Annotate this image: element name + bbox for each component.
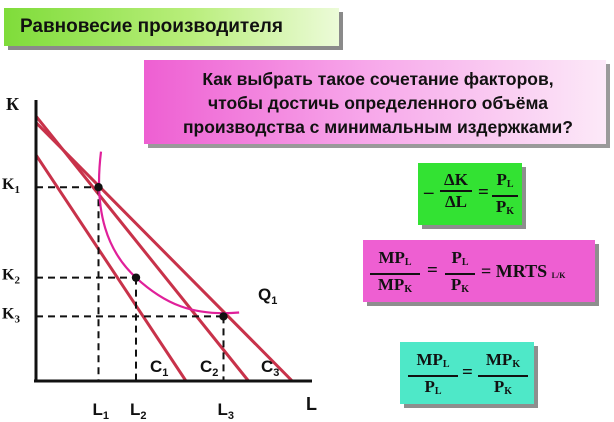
tangency-point-1 — [94, 183, 103, 192]
equals-sign: = — [462, 362, 473, 383]
denominator-pk: PK — [493, 377, 513, 397]
guide-lines — [36, 186, 225, 381]
minus-sign: – — [424, 182, 434, 203]
isocost-line-3 — [34, 121, 294, 383]
mrts-label: = MRTS L/K — [481, 261, 566, 281]
denominator-pl: PL — [424, 377, 442, 397]
fraction-prices: PL PK — [445, 248, 475, 300]
tangency-points — [94, 183, 228, 321]
fraction-prices: PL PK — [492, 170, 518, 222]
fraction-delta: ΔK ΔL — [440, 170, 472, 212]
x-axis-label: L — [306, 394, 317, 414]
question-line-1: Как выбрать такое сочетание факторов, — [202, 69, 554, 89]
isocost-line-1 — [34, 154, 188, 382]
isocost-lines — [34, 115, 294, 383]
tangency-point-2 — [131, 273, 141, 282]
denominator-mpk: MPK — [377, 275, 413, 295]
numerator-pl: PL — [492, 170, 518, 197]
x-tick-L2: L2 — [130, 400, 147, 422]
formula-mrts: MPL MPK = PL PK = MRTS L/K — [363, 240, 595, 302]
title-banner: Равновесие производителя — [4, 8, 339, 46]
isoquant-curve — [97, 151, 240, 315]
numerator-pl: PL — [445, 248, 475, 275]
formula-slope: – ΔK ΔL = PL PK — [418, 163, 522, 225]
y-tick-K1: K1 — [2, 176, 20, 196]
question-line-3: производства с минимальным издержками? — [182, 117, 574, 137]
isocost-label-1: C1 — [150, 357, 168, 379]
equals-sign-1: = — [427, 260, 438, 281]
fraction-mpl-pl: MPL PL — [408, 350, 458, 402]
isocost-label-3: C3 — [261, 357, 279, 379]
equals-sign: = — [478, 182, 489, 203]
question-line-2: чтобы достичь определенного объёма — [207, 93, 548, 113]
tangency-point-3 — [219, 312, 228, 321]
isocost-label-2: C2 — [200, 357, 218, 379]
numerator-mpl: MPL — [370, 248, 420, 275]
question-banner: Как выбрать такое сочетание факторов, чт… — [144, 60, 606, 144]
y-tick-K3: K3 — [2, 305, 20, 325]
denominator-pk: PK — [495, 197, 515, 217]
y-tick-K2: K2 — [2, 267, 20, 287]
axes — [34, 100, 312, 383]
denominator-delta-l: ΔL — [445, 192, 467, 211]
denominator-pk: PK — [450, 275, 470, 295]
x-tick-L1: L1 — [93, 400, 110, 422]
formula-equimarginal: MPL PL = MPK PK — [400, 342, 534, 404]
page-title: Равновесие производителя — [20, 16, 283, 37]
y-axis-label: К — [6, 94, 19, 114]
numerator-mpl: MPL — [408, 350, 458, 377]
numerator-mpk: MPK — [478, 350, 528, 377]
fraction-mpk-pk: MPK PK — [478, 350, 528, 402]
fraction-mp: MPL MPK — [370, 248, 420, 300]
x-tick-L3: L3 — [218, 400, 235, 422]
numerator-delta-k: ΔK — [440, 170, 472, 192]
isoquant-label: Q1 — [258, 285, 277, 307]
